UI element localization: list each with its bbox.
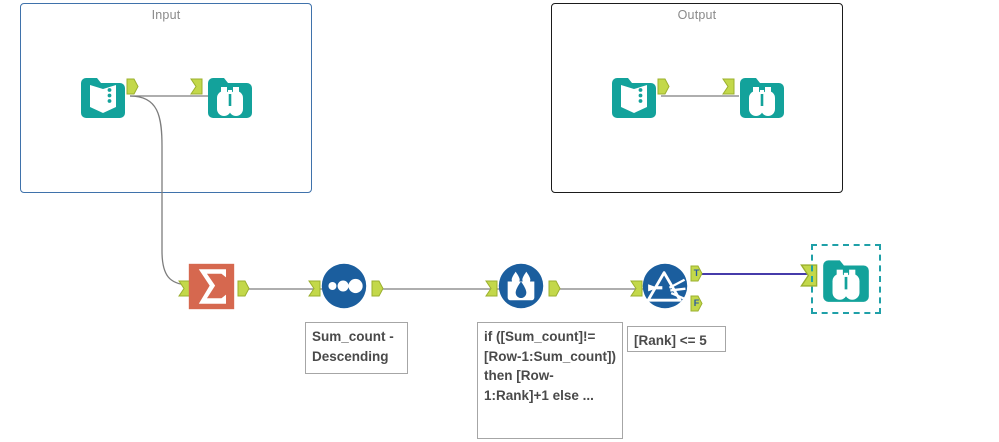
tool-summarize[interactable] (187, 262, 236, 311)
browse-binoculars-icon (823, 260, 869, 302)
formula-beaker-icon (498, 263, 544, 309)
input-anchor-browse-3[interactable] (800, 263, 818, 288)
tool-input-data-1[interactable] (76, 69, 130, 123)
input-container[interactable]: Input (20, 3, 312, 193)
input-anchor-browse-2[interactable] (722, 78, 735, 95)
browse-binoculars-icon (208, 78, 252, 118)
output-anchor-sort[interactable] (371, 280, 384, 297)
input-anchor-summarize[interactable] (178, 280, 191, 297)
filter-true-port[interactable]: T (690, 265, 703, 282)
filter-false-port[interactable]: F (690, 295, 703, 312)
tool-browse-2[interactable] (735, 69, 789, 123)
browse-binoculars-icon (740, 78, 784, 118)
wire-sort-to-formula[interactable] (370, 279, 502, 299)
output-container-title: Output (677, 8, 717, 22)
tool-browse-1[interactable] (203, 69, 257, 123)
wire-filter-true-to-browse3[interactable] (700, 264, 812, 284)
filter-prism-icon (642, 263, 688, 309)
input-anchor-sort[interactable] (308, 280, 321, 297)
tool-formula[interactable] (497, 262, 545, 310)
output-anchor-formula[interactable] (548, 280, 561, 297)
filter-annotation[interactable]: [Rank] <= 5 (627, 326, 726, 352)
tool-input-data-2[interactable] (607, 69, 661, 123)
summarize-sigma-icon (188, 263, 235, 310)
input-anchor-formula[interactable] (485, 280, 498, 297)
output-anchor-summarize[interactable] (237, 280, 250, 297)
input-container-title: Input (151, 8, 181, 22)
output-anchor-input-data-2[interactable] (657, 78, 670, 95)
tool-browse-3-selected[interactable] (811, 244, 881, 314)
input-anchor-browse-1[interactable] (190, 78, 203, 95)
sort-annotation[interactable]: Sum_count - Descending (305, 322, 408, 374)
input-anchor-filter[interactable] (630, 280, 643, 297)
input-data-icon (81, 78, 125, 118)
tool-filter[interactable] (641, 262, 689, 310)
formula-annotation[interactable]: if ([Sum_count]!= [Row-1:Sum_count]) the… (477, 322, 623, 439)
output-anchor-input-data-1[interactable] (126, 78, 139, 95)
sort-dots-icon (321, 263, 367, 309)
tool-sort[interactable] (320, 262, 368, 310)
output-container[interactable]: Output (551, 3, 843, 193)
input-data-icon (612, 78, 656, 118)
